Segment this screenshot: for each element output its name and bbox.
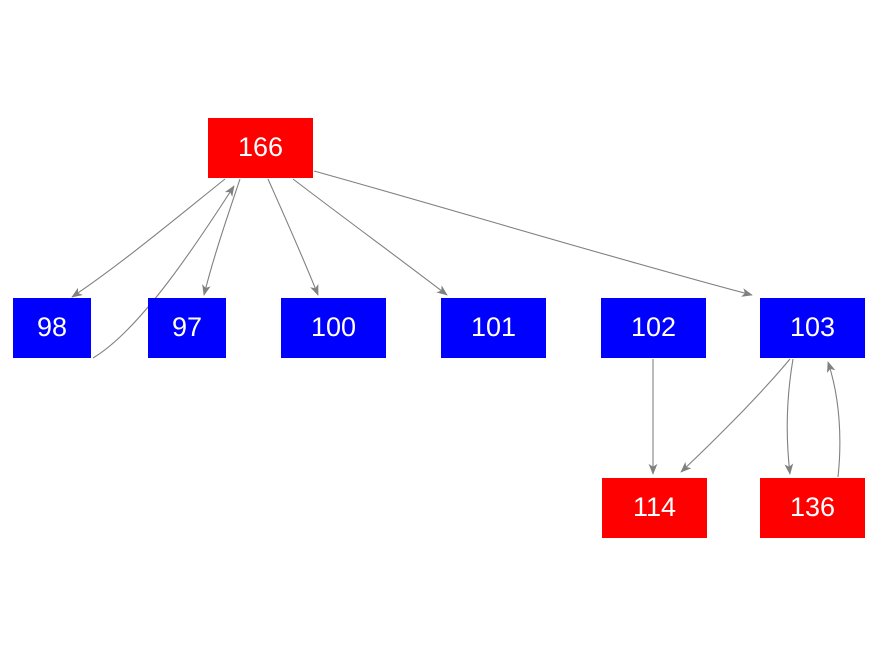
graph-edge-136-to-103: [827, 361, 841, 478]
graph-node-136[interactable]: 136: [760, 478, 865, 538]
graph-edge-166-to-100: [267, 178, 319, 296]
graph-node-label: 102: [630, 311, 677, 342]
graph-node-label: 97: [171, 311, 203, 342]
graph-node-label: 166: [237, 131, 284, 162]
graph-node-100[interactable]: 100: [281, 298, 386, 358]
graph-edge-166-to-101: [292, 178, 448, 296]
graph-node-label: 101: [470, 311, 517, 342]
graph-edge-166-to-98: [71, 178, 226, 298]
graph-node-103[interactable]: 103: [760, 298, 865, 358]
graph-node-97[interactable]: 97: [148, 298, 226, 358]
graph-node-label: 100: [310, 311, 357, 342]
graph-node-101[interactable]: 101: [441, 298, 546, 358]
graph-node-114[interactable]: 114: [602, 478, 707, 538]
graph-node-102[interactable]: 102: [601, 298, 706, 358]
graph-node-label: 136: [789, 491, 836, 522]
graph-node-label: 103: [789, 311, 836, 342]
graph-edge-103-to-136: [784, 358, 794, 475]
graph-edge-166-to-97: [202, 178, 241, 296]
graph-node-98[interactable]: 98: [13, 298, 91, 358]
graph-node-166[interactable]: 166: [208, 118, 313, 178]
graph-node-label: 98: [36, 311, 68, 342]
graph-edge-103-to-114: [680, 358, 791, 473]
graph-edge-166-to-103: [313, 170, 753, 297]
graph-node-label: 114: [632, 491, 677, 522]
